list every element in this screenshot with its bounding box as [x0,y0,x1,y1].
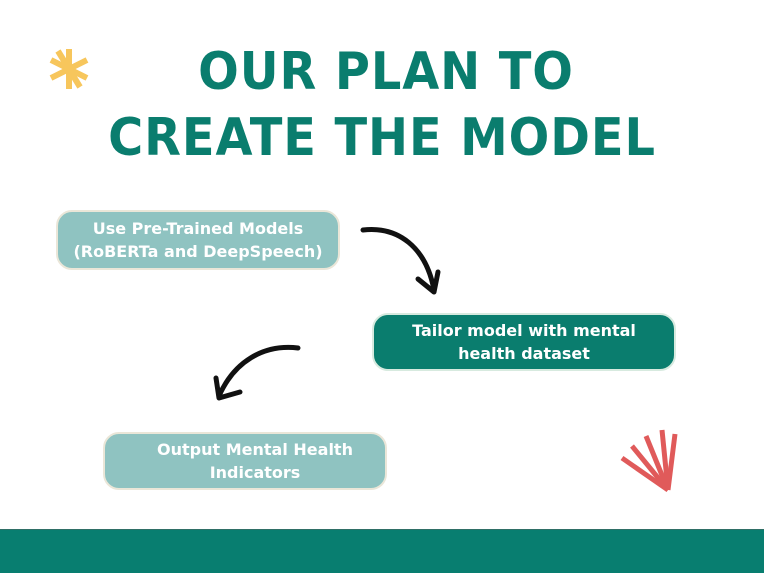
step-box-pretrained-models: Use Pre-Trained Models (RoBERTa and Deep… [56,210,340,270]
step-label: Tailor model with mental health dataset [412,321,636,363]
title-line-2: CREATE THE MODEL [108,108,656,168]
footer-bar [0,529,764,573]
step-label: Use Pre-Trained Models (RoBERTa and Deep… [73,219,323,261]
curved-arrow-down-left-icon [213,344,301,401]
curved-arrow-down-right-icon [360,227,441,295]
title-line-1: OUR PLAN TO [198,42,574,102]
coral-burst-icon [620,429,678,493]
asterisk-icon [49,49,89,89]
step-label: Output Mental Health Indicators [157,440,353,482]
step-box-tailor-model: Tailor model with mental health dataset [372,313,676,371]
step-box-output-indicators: Output Mental Health Indicators [103,432,387,490]
